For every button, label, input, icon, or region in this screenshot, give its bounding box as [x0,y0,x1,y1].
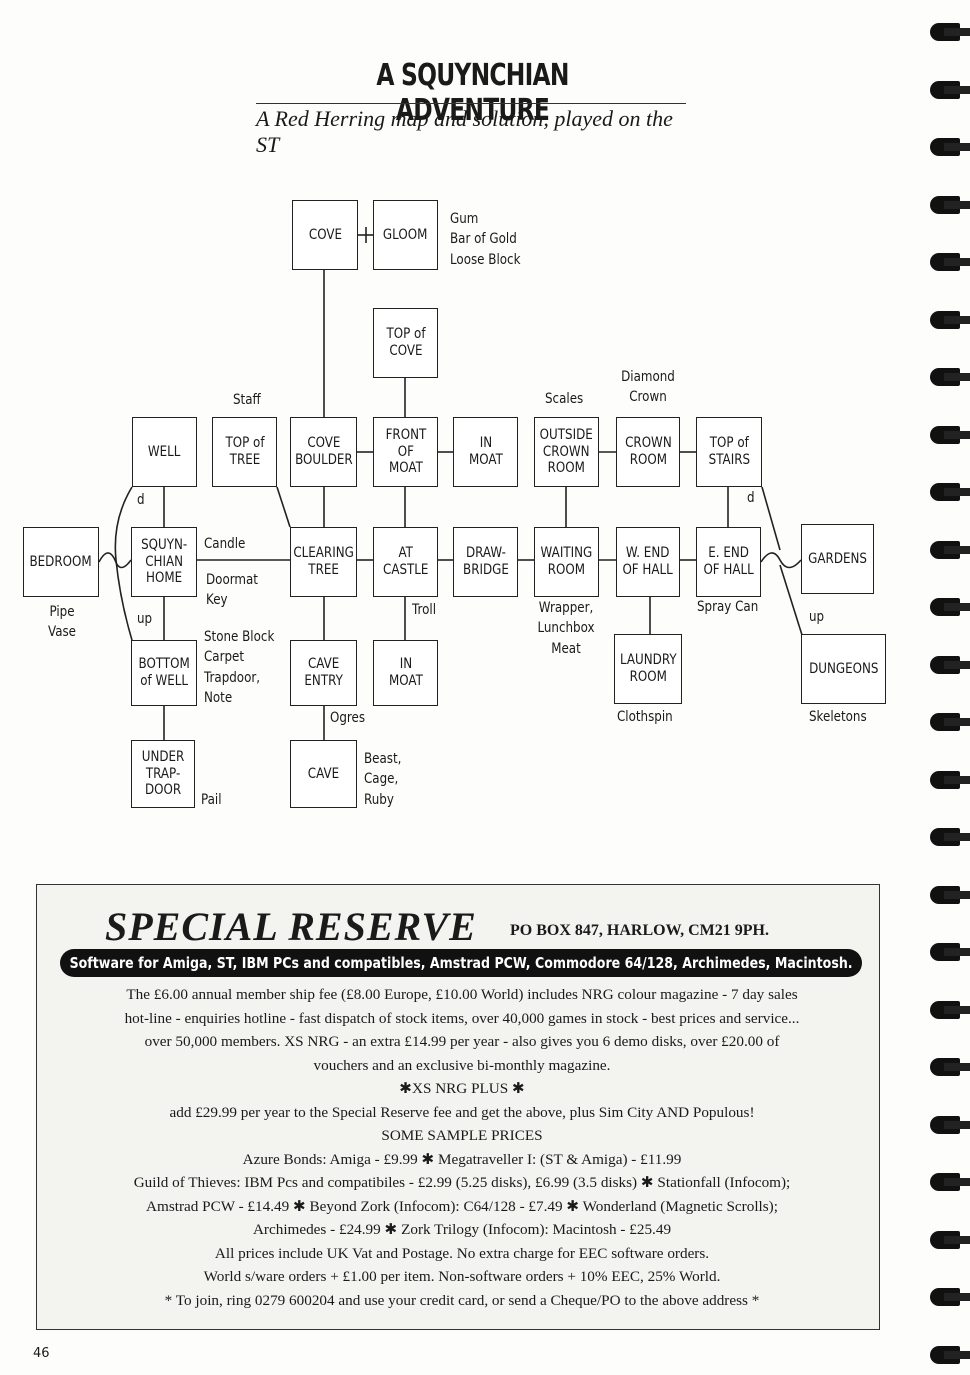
room-waiting-room: WAITING ROOM [534,527,599,597]
binding-ring [926,653,970,677]
advert-line: All prices include UK Vat and Postage. N… [214,1244,710,1262]
room-top-of-stairs: TOP of STAIRS [696,417,762,487]
advert-line: World s/ware orders + £1.00 per item. No… [203,1268,721,1285]
adventure-map: COVE GLOOM Gum Bar of Gold Loose Block T… [23,200,886,808]
label-ogres: Ogres [330,710,366,726]
advert-line: vouchers and an exclusive bi-monthly mag… [313,1056,611,1074]
room-in-moat-upper: IN MOAT [453,417,518,487]
page-number: 46 [33,1346,50,1361]
binding-ring [926,308,970,332]
room-drawbridge: DRAW- BRIDGE [453,527,518,597]
advert-line: Amstrad PCW - £14.49 ✱ Beyond Zork (Info… [146,1197,778,1215]
advert-line: * To join, ring 0279 600204 and use your… [164,1291,760,1309]
advert-banner-text: Software for Amiga, ST, IBM PCs and comp… [69,954,853,972]
binding-ring [926,365,970,389]
advert-banner: Software for Amiga, ST, IBM PCs and comp… [60,949,862,977]
page-subtitle: A Red Herring map and solution, played o… [256,106,673,157]
binding-ring [926,250,970,274]
room-gloom: GLOOM [373,200,438,270]
label-staff: Staff [233,392,261,408]
advert-line: hot-line - enquiries hotline - fast disp… [124,1009,800,1027]
label-bedroom-items: Pipe Vase [47,604,77,641]
room-cave: CAVE [290,740,357,808]
binding-ring [926,1285,970,1309]
advert-line: Archimedes - £24.99 ✱ Zork Trilogy (Info… [252,1221,672,1238]
room-bedroom: BEDROOM [23,527,99,597]
label-well-up: up [137,611,153,627]
room-under-trapdoor: UNDER TRAP- DOOR [131,740,195,808]
label-diamond-crown: Diamond Crown [621,369,675,406]
advert-body: The £6.00 annual member ship fee (£8.00 … [56,983,868,1312]
binding-ring [926,423,970,447]
binding-ring [926,1055,970,1079]
label-spray-can: Spray Can [697,599,759,615]
map-connectors [98,227,803,740]
room-in-moat-lower: IN MOAT [373,640,438,706]
room-cove: COVE [292,200,358,270]
room-cave-entry: CAVE ENTRY [290,640,357,706]
binding-ring [926,710,970,734]
binding-ring [926,998,970,1022]
room-w-end-of-hall: W. END OF HALL [616,527,680,597]
label-stairs-d: d [747,490,755,506]
room-laundry-room: LAUNDRY ROOM [614,634,682,704]
label-gloom-items: Gum Bar of Gold Loose Block [450,211,521,268]
binding-ring [926,883,970,907]
label-clothspin: Clothspin [617,709,673,725]
label-waiting-items: Wrapper, Lunchbox Meat [537,600,595,657]
room-crown-room: CROWN ROOM [616,417,680,487]
label-scales: Scales [545,391,584,407]
binding-ring [926,1113,970,1137]
page-title: A SQUYNCHIAN ADVENTURE [376,58,569,128]
label-well-d: d [137,492,145,508]
binding-ring [926,940,970,964]
label-doormat-key: Doormat Key [206,572,258,609]
room-e-end-of-hall: E. END OF HALL [696,527,761,597]
label-cave-items: Beast, Cage, Ruby [364,751,402,808]
binding-ring [926,538,970,562]
binding-ring [926,193,970,217]
binding-ring [926,1343,970,1367]
advert-line: Guild of Thieves: IBM Pcs and compatibil… [133,1174,791,1191]
label-troll: Troll [412,602,437,618]
spiral-binding [926,0,970,1375]
room-well: WELL [132,417,197,487]
advert-line: The £6.00 annual member ship fee (£8.00 … [126,986,798,1003]
room-at-castle: AT CASTLE [373,527,438,597]
binding-ring [926,825,970,849]
room-squynchian-home: SQUYN- CHIAN HOME [131,527,197,597]
advert-address: PO BOX 847, HARLOW, CM21 9PH. [510,922,769,939]
binding-ring [926,595,970,619]
binding-ring [926,480,970,504]
advert-line: Azure Bonds: Amiga - £9.99 ✱ Megatravell… [242,1150,682,1168]
room-gardens: GARDENS [801,524,874,594]
room-clearing-tree: CLEARING TREE [290,527,357,597]
advert-line: over 50,000 members. XS NRG - an extra £… [144,1033,780,1050]
binding-ring [926,20,970,44]
binding-ring [926,78,970,102]
room-top-of-tree: TOP of TREE [212,417,277,487]
label-pail: Pail [201,792,222,808]
advert-line: add £29.99 per year to the Special Reser… [169,1103,755,1121]
room-cove-boulder: COVE BOULDER [290,417,357,487]
binding-ring [926,135,970,159]
room-outside-crown-room: OUTSIDE CROWN ROOM [534,417,599,487]
binding-ring [926,1170,970,1194]
label-bottom-items: Stone Block Carpet Trapdoor, Note [204,629,275,706]
room-bottom-of-well: BOTTOM of WELL [131,640,197,706]
room-front-of-moat: FRONT OF MOAT [373,417,438,487]
room-top-of-cove: TOP of COVE [373,308,438,378]
label-skeletons: Skeletons [809,709,867,725]
advert-brand: SPECIAL RESERVE [105,904,477,949]
binding-ring [926,768,970,792]
advert-line: SOME SAMPLE PRICES [381,1127,543,1144]
room-dungeons: DUNGEONS [801,634,886,704]
title-rule [256,103,686,104]
label-gardens-up: up [809,609,825,625]
label-candle: Candle [204,536,246,552]
advert-line: ✱XS NRG PLUS ✱ [399,1080,525,1097]
binding-ring [926,1228,970,1252]
